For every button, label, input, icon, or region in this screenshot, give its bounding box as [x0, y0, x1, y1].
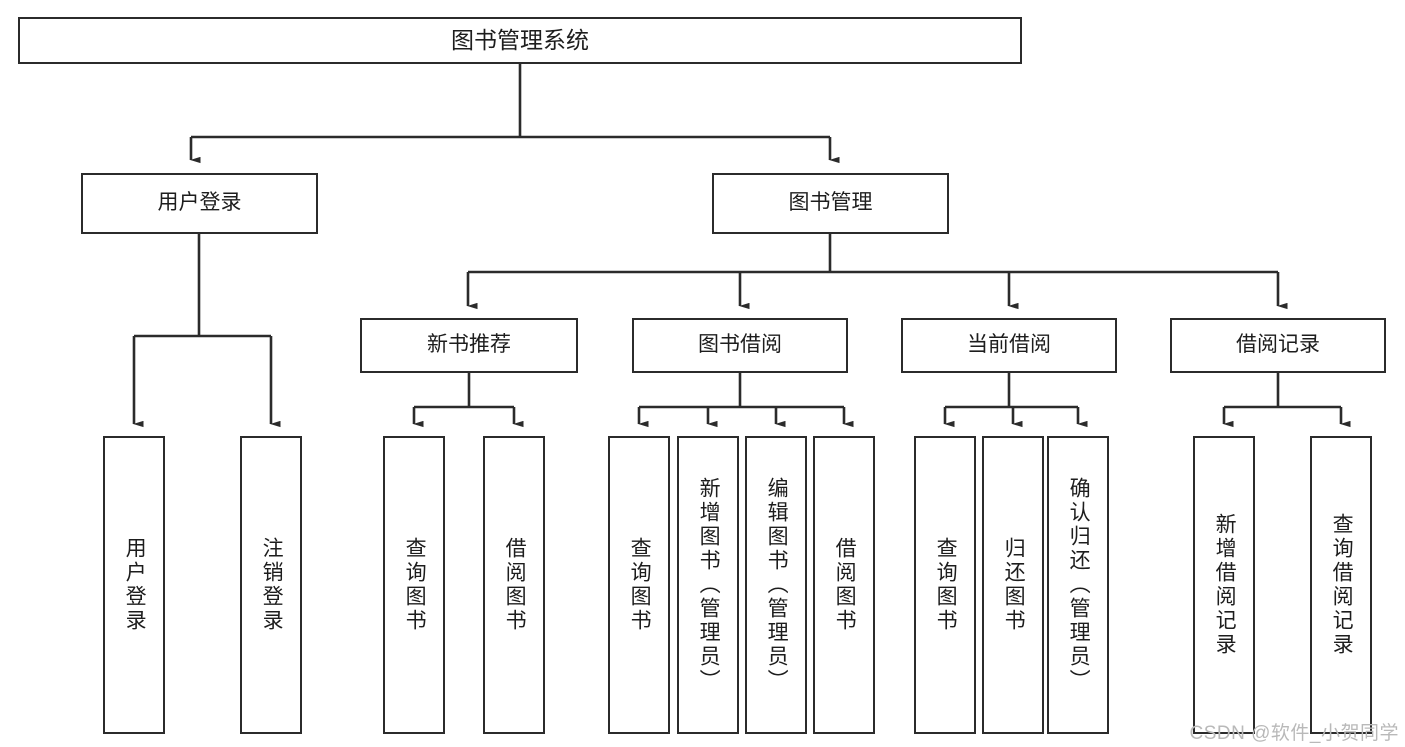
node-label: 图书管理: [788, 191, 873, 215]
node-label: 编辑图书（管理员）: [765, 477, 789, 693]
node-label: 新增借阅记录: [1213, 513, 1237, 657]
node-label: 查询借阅记录: [1330, 513, 1354, 657]
node-label: 新增图书（管理员）: [697, 477, 721, 693]
leaf-book-borrow-borrow[interactable]: 借阅图书: [813, 436, 875, 734]
node-label: 借阅图书: [503, 537, 527, 633]
node-label: 查询图书: [934, 537, 958, 633]
node-user-login[interactable]: 用户登录: [81, 173, 318, 234]
leaf-user-login-logout[interactable]: 注销登录: [240, 436, 302, 734]
node-book-management[interactable]: 图书管理: [712, 173, 949, 234]
node-label: 借阅图书: [833, 537, 857, 633]
node-label: 注销登录: [260, 537, 284, 633]
node-current-borrow[interactable]: 当前借阅: [901, 318, 1117, 373]
leaf-current-borrow-query[interactable]: 查询图书: [914, 436, 976, 734]
node-label: 确认归还（管理员）: [1067, 477, 1091, 693]
leaf-book-borrow-add[interactable]: 新增图书（管理员）: [677, 436, 739, 734]
node-label: 借阅记录: [1236, 333, 1320, 357]
leaf-borrow-record-query[interactable]: 查询借阅记录: [1310, 436, 1372, 734]
leaf-borrow-record-add[interactable]: 新增借阅记录: [1193, 436, 1255, 734]
node-label: 图书管理系统: [451, 27, 589, 54]
node-book-borrow[interactable]: 图书借阅: [632, 318, 848, 373]
node-label: 查询图书: [628, 537, 652, 633]
node-label: 用户登录: [157, 191, 242, 215]
node-root-system[interactable]: 图书管理系统: [18, 17, 1022, 64]
watermark-text: CSDN @软件_小贺同学: [1189, 723, 1399, 744]
node-new-book-recommend[interactable]: 新书推荐: [360, 318, 578, 373]
node-label: 当前借阅: [967, 333, 1051, 357]
leaf-current-borrow-return[interactable]: 归还图书: [982, 436, 1044, 734]
node-label: 图书借阅: [698, 333, 782, 357]
leaf-new-book-borrow[interactable]: 借阅图书: [483, 436, 545, 734]
node-label: 归还图书: [1002, 537, 1026, 633]
leaf-book-borrow-edit[interactable]: 编辑图书（管理员）: [745, 436, 807, 734]
node-label: 用户登录: [123, 537, 147, 633]
node-label: 新书推荐: [427, 333, 511, 357]
node-borrow-record[interactable]: 借阅记录: [1170, 318, 1386, 373]
leaf-user-login-login[interactable]: 用户登录: [103, 436, 165, 734]
leaf-new-book-query[interactable]: 查询图书: [383, 436, 445, 734]
node-label: 查询图书: [403, 537, 427, 633]
leaf-current-borrow-confirm-return[interactable]: 确认归还（管理员）: [1047, 436, 1109, 734]
leaf-book-borrow-query[interactable]: 查询图书: [608, 436, 670, 734]
